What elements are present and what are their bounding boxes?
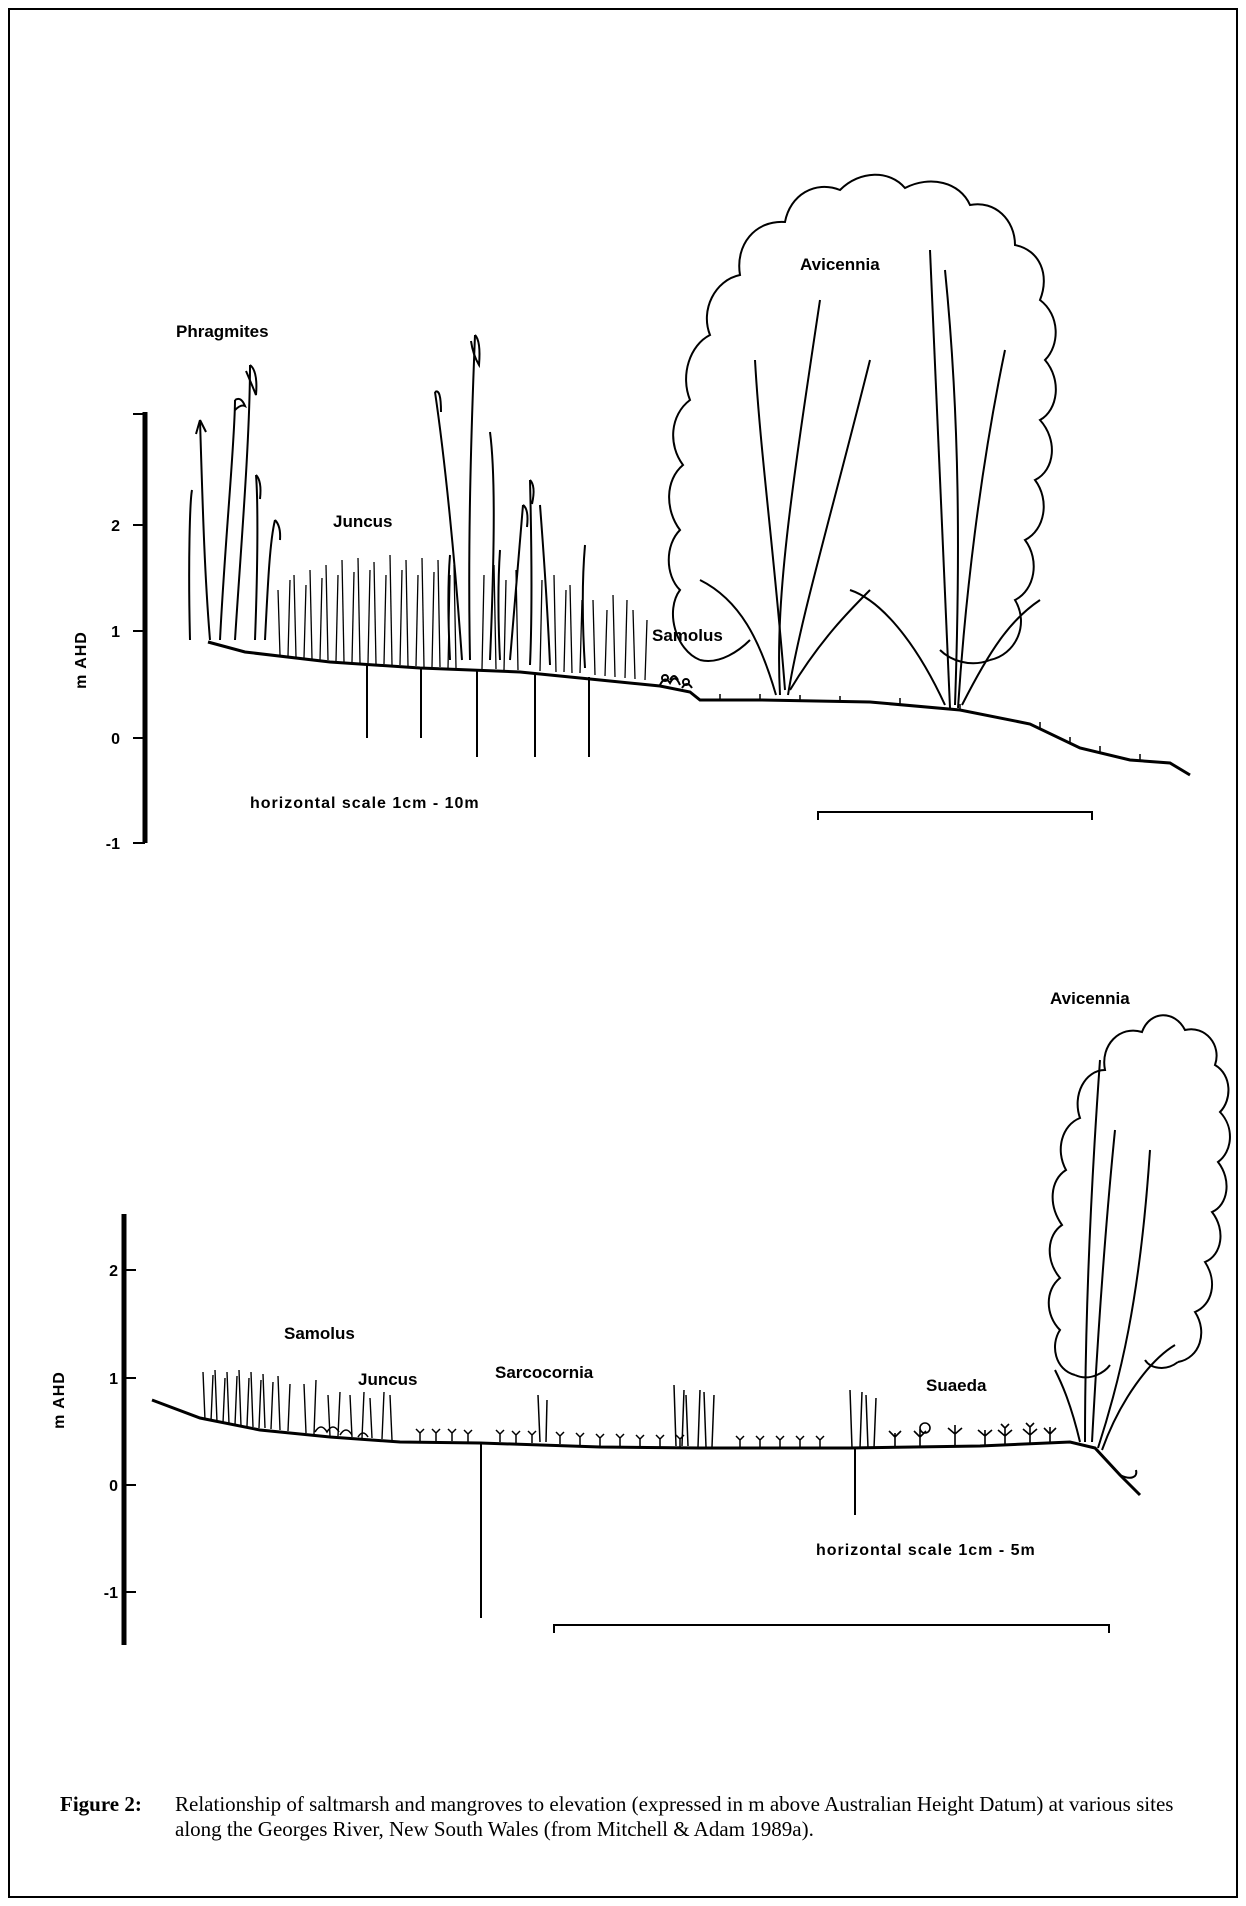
tick-label-2: 2 (111, 518, 120, 535)
ground-profile-2 (152, 1400, 1140, 1495)
label-samolus-2: Samolus (284, 1324, 355, 1343)
diagram-2: 2 1 0 -1 m AHD (51, 989, 1230, 1645)
tick-label-1: 1 (111, 624, 120, 641)
label-avicennia-2: Avicennia (1050, 989, 1130, 1008)
scale-text-1: horizontal scale 1cm - 10m (250, 795, 480, 812)
juncus-tufts-2 (538, 1385, 876, 1448)
caption-label: Figure 2: (60, 1792, 142, 1817)
sarcocornia-plants (416, 1429, 824, 1448)
tick-label-2: 2 (109, 1263, 118, 1280)
label-phragmites: Phragmites (176, 322, 269, 341)
core-lines-1 (367, 664, 589, 757)
core-lines-2 (481, 1443, 855, 1618)
label-samolus-1: Samolus (652, 626, 723, 645)
scale-text-2: horizontal scale 1cm - 5m (816, 1542, 1036, 1559)
scale-bar-2 (554, 1625, 1109, 1633)
axis-title: m AHD (73, 631, 90, 689)
avicennia-canopy-2 (1049, 1015, 1230, 1377)
label-juncus-1: Juncus (333, 512, 393, 531)
elevation-axis-1 (133, 412, 145, 843)
scale-bar-1 (818, 812, 1092, 820)
tick-label-0: 0 (109, 1478, 118, 1495)
label-juncus-2: Juncus (358, 1370, 418, 1389)
label-avicennia-1: Avicennia (800, 255, 880, 274)
avicennia-canopy-1 (669, 175, 1056, 664)
elevation-axis-2 (124, 1214, 136, 1645)
avicennia-trunks-1 (700, 250, 1040, 708)
axis-title: m AHD (51, 1371, 68, 1429)
diagram-1: 2 1 0 -1 m AHD (73, 175, 1190, 853)
tick-label-minus-1: -1 (104, 1585, 118, 1602)
phragmites-reeds (189, 335, 585, 668)
label-sarcocornia: Sarcocornia (495, 1363, 594, 1382)
tick-label-0: 0 (111, 731, 120, 748)
caption-text: Relationship of saltmarsh and mangroves … (175, 1792, 1175, 1842)
label-suaeda: Suaeda (926, 1376, 987, 1395)
ground-stipple-1 (720, 694, 1140, 760)
ground-profile-1 (208, 642, 1190, 775)
tick-label-minus-1: -1 (106, 836, 120, 853)
tick-label-1: 1 (109, 1371, 118, 1388)
